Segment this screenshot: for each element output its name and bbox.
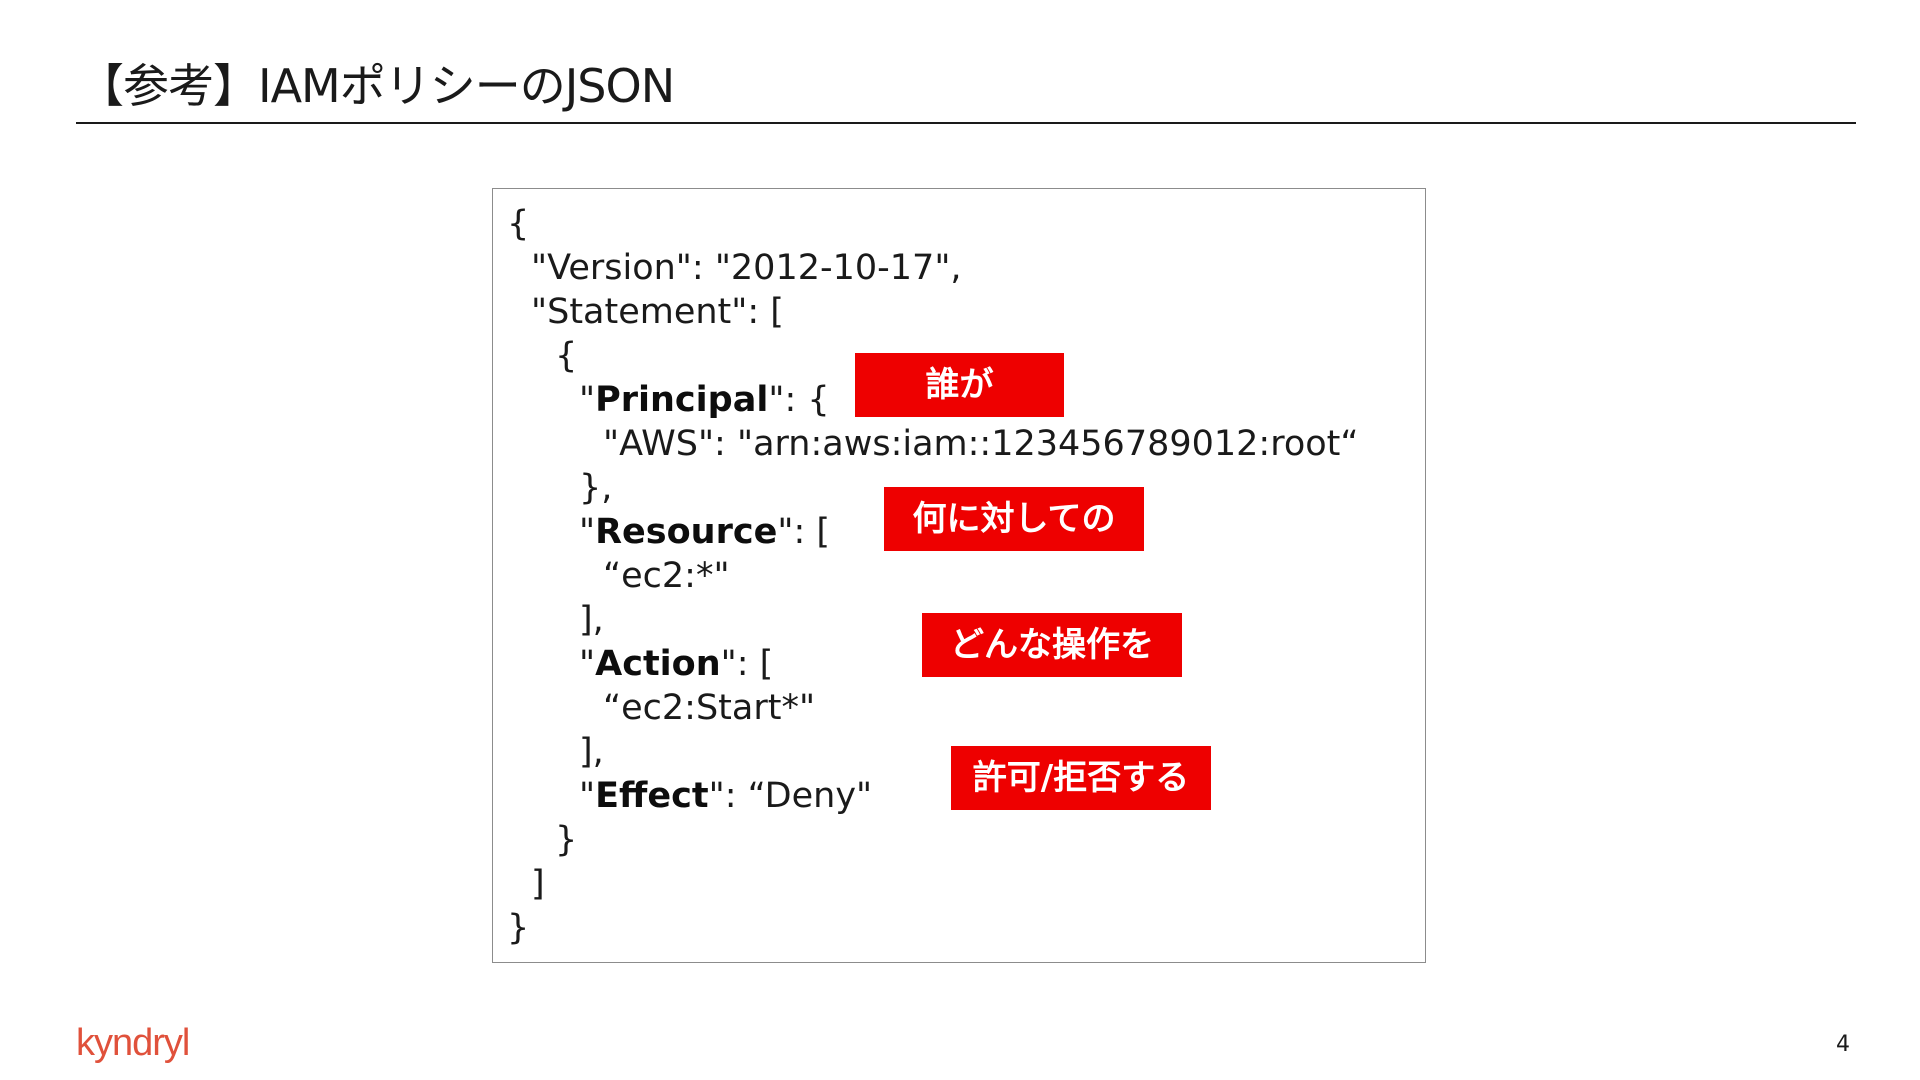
code-punctuation: ": [ xyxy=(720,644,774,684)
principal-key: Principal xyxy=(595,380,769,420)
code-punctuation: ": “Deny" xyxy=(708,776,873,816)
code-line-principal-close: }, xyxy=(579,468,613,508)
code-line-statement-open-brace: { xyxy=(555,336,578,376)
code-quote: " xyxy=(579,776,596,816)
code-line-version: "Version": "2012-10-17", xyxy=(531,248,962,288)
slide-title: 【参考】IAMポリシーのJSON xyxy=(78,59,675,113)
code-line-aws-arn: "AWS": "arn:aws:iam::123456789012:root“ xyxy=(603,424,1359,464)
annotation-action: どんな操作を xyxy=(922,613,1182,677)
code-quote: " xyxy=(579,380,596,420)
kyndryl-logo: kyndryl xyxy=(76,1022,190,1064)
code-punctuation: ": { xyxy=(768,380,830,420)
code-line-open-brace: { xyxy=(507,204,530,244)
annotation-who: 誰が xyxy=(855,353,1064,417)
page-number: 4 xyxy=(1836,1032,1850,1057)
code-line-resource-value: “ec2:*" xyxy=(603,556,730,596)
code-line-action: "Action": [ xyxy=(579,642,773,686)
code-quote: " xyxy=(579,644,596,684)
action-key: Action xyxy=(595,644,721,684)
code-line-statement-close-brace: } xyxy=(555,820,578,860)
code-line-statement-close-bracket: ] xyxy=(531,864,545,904)
code-line-statement: "Statement": [ xyxy=(531,292,784,332)
effect-key: Effect xyxy=(595,776,709,816)
code-line-resource-close: ], xyxy=(579,600,604,640)
json-code-box: { "Version": "2012-10-17", "Statement": … xyxy=(492,188,1426,963)
resource-key: Resource xyxy=(595,512,778,552)
code-line-resource: "Resource": [ xyxy=(579,510,830,554)
code-line-action-close: ], xyxy=(579,732,604,772)
code-quote: " xyxy=(579,512,596,552)
code-line-action-value: “ec2:Start*" xyxy=(603,688,816,728)
title-divider xyxy=(76,122,1856,124)
code-line-effect: "Effect": “Deny" xyxy=(579,774,872,818)
annotation-effect: 許可/拒否する xyxy=(951,746,1211,810)
annotation-resource: 何に対しての xyxy=(884,487,1144,551)
code-line-principal: "Principal": { xyxy=(579,378,830,422)
code-punctuation: ": [ xyxy=(777,512,831,552)
code-line-close-brace: } xyxy=(507,908,530,948)
